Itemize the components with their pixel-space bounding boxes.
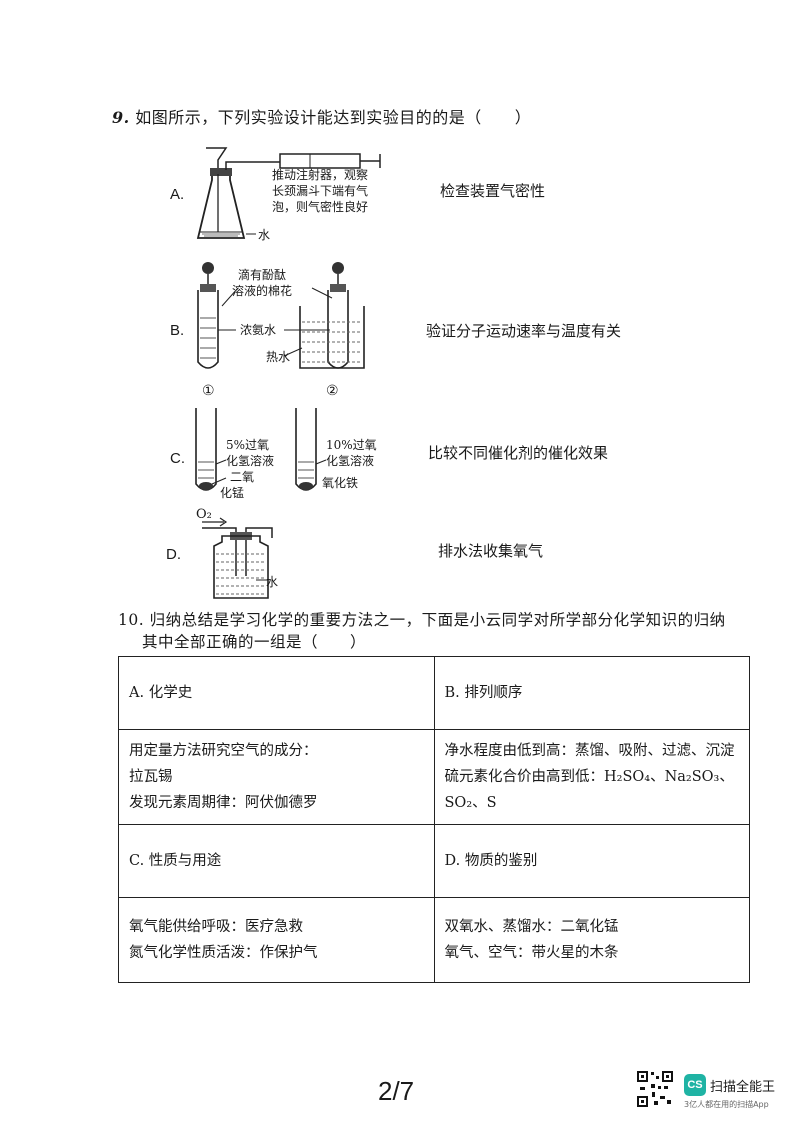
label-d-water: 水 bbox=[266, 575, 279, 589]
q10-stem-line1: 10. 归纳总结是学习化学的重要方法之一，下面是小云同学对所学部分化学知识的归纳 bbox=[118, 611, 726, 629]
option-b-letter: B. bbox=[170, 322, 185, 339]
label-b-circle-2: ② bbox=[326, 383, 339, 399]
cell-a-line: 发现元素周期律：阿伏伽德罗 bbox=[129, 795, 318, 811]
label-a-instruction-3: 泡，则气密性良好 bbox=[272, 200, 369, 214]
option-b-purpose: 验证分子运动速率与温度有关 bbox=[426, 322, 622, 340]
diagram-a-flask-syringe bbox=[196, 147, 381, 239]
label-a-instruction-2: 长颈漏斗下端有气 bbox=[272, 184, 369, 198]
label-b-phenolphthalein-2: 溶液的棉花 bbox=[232, 284, 293, 298]
diagram-d-gas-bottle bbox=[202, 517, 273, 599]
label-d-oxygen: O₂ bbox=[196, 507, 212, 522]
cell-b-head: B. 排列顺序 bbox=[433, 656, 750, 730]
label-b-ammonia: 浓氨水 bbox=[240, 323, 277, 337]
question-number-mark: 9. bbox=[112, 108, 130, 127]
cell-c-line: 氮气化学性质活泼：作保护气 bbox=[129, 945, 318, 961]
label-b-hot-water: 热水 bbox=[266, 350, 291, 364]
label-a-water: 水 bbox=[258, 228, 271, 242]
scanner-app-name: 扫描全能王 bbox=[710, 1080, 776, 1095]
option-d-purpose: 排水法收集氧气 bbox=[438, 542, 544, 560]
label-b-circle-1: ① bbox=[202, 383, 215, 399]
q9-stem-text: 如图所示，下列实验设计能达到实验目的的是（ ） bbox=[135, 108, 532, 127]
knowledge-table: A. 化学史 B. 排列顺序 用定量方法研究空气的成分： 拉瓦锡 发现元素周期律… bbox=[118, 656, 750, 983]
label-c-iron-oxide: 氧化铁 bbox=[322, 476, 359, 490]
page-number: 2/7 bbox=[378, 1076, 415, 1106]
cell-d-body: 双氧水、蒸馏水：二氧化锰 氧气、空气：带火星的木条 bbox=[433, 897, 750, 983]
cell-c-head: C. 性质与用途 bbox=[118, 824, 435, 898]
option-d-letter: D. bbox=[166, 546, 181, 563]
q10-stem-line2: 其中全部正确的一组是（ ） bbox=[142, 633, 367, 651]
option-c-purpose: 比较不同催化剂的催化效果 bbox=[428, 444, 609, 462]
diagram-c-test-tubes bbox=[195, 408, 327, 491]
cell-a-line: 拉瓦锡 bbox=[129, 769, 173, 785]
cell-c-body: 氧气能供给呼吸：医疗急救 氮气化学性质活泼：作保护气 bbox=[118, 897, 435, 983]
cell-d-head: D. 物质的鉴别 bbox=[433, 824, 750, 898]
option-a-purpose: 检查装置气密性 bbox=[440, 182, 546, 200]
label-c-h2o2-5-1: 5%过氧 bbox=[226, 438, 270, 452]
label-c-h2o2-10-1: 10%过氧 bbox=[326, 438, 377, 452]
cell-d-line: 氧气、空气：带火星的木条 bbox=[444, 945, 619, 961]
qr-code-icon bbox=[636, 1070, 674, 1108]
q9-stem: 9. 如图所示，下列实验设计能达到实验目的的是（ ） bbox=[112, 104, 531, 128]
label-c-h2o2-10-2: 化氢溶液 bbox=[326, 454, 375, 468]
label-a-instruction-1: 推动注射器，观察 bbox=[272, 168, 369, 182]
cell-d-line: 双氧水、蒸馏水：二氧化锰 bbox=[444, 919, 619, 935]
cell-b-body: 净水程度由低到高：蒸馏、吸附、过滤、沉淀 硫元素化合价由高到低：H₂SO₄、Na… bbox=[433, 729, 750, 825]
cell-b-line: 硫元素化合价由高到低：H₂SO₄、Na₂SO₃、SO₂、S bbox=[444, 769, 734, 811]
option-a-letter: A. bbox=[170, 186, 185, 203]
cell-a-head: A. 化学史 bbox=[118, 656, 435, 730]
label-c-mno2-2: 化锰 bbox=[220, 486, 245, 500]
label-b-phenolphthalein-1: 滴有酚酞 bbox=[238, 268, 287, 282]
cell-b-line: 净水程度由低到高：蒸馏、吸附、过滤、沉淀 bbox=[444, 743, 735, 759]
scanner-logo-icon: CS bbox=[684, 1074, 706, 1096]
cell-a-line: 用定量方法研究空气的成分： bbox=[129, 743, 318, 759]
diagram-b-test-tubes-beaker bbox=[197, 262, 365, 369]
option-c-letter: C. bbox=[170, 450, 185, 467]
label-c-h2o2-5-2: 化氢溶液 bbox=[226, 454, 275, 468]
cell-c-line: 氧气能供给呼吸：医疗急救 bbox=[129, 919, 303, 935]
cell-a-body: 用定量方法研究空气的成分： 拉瓦锡 发现元素周期律：阿伏伽德罗 bbox=[118, 729, 435, 825]
label-c-mno2-1: 二氧 bbox=[230, 470, 255, 484]
scanner-tagline: 3亿人都在用的扫描App bbox=[684, 1100, 769, 1109]
